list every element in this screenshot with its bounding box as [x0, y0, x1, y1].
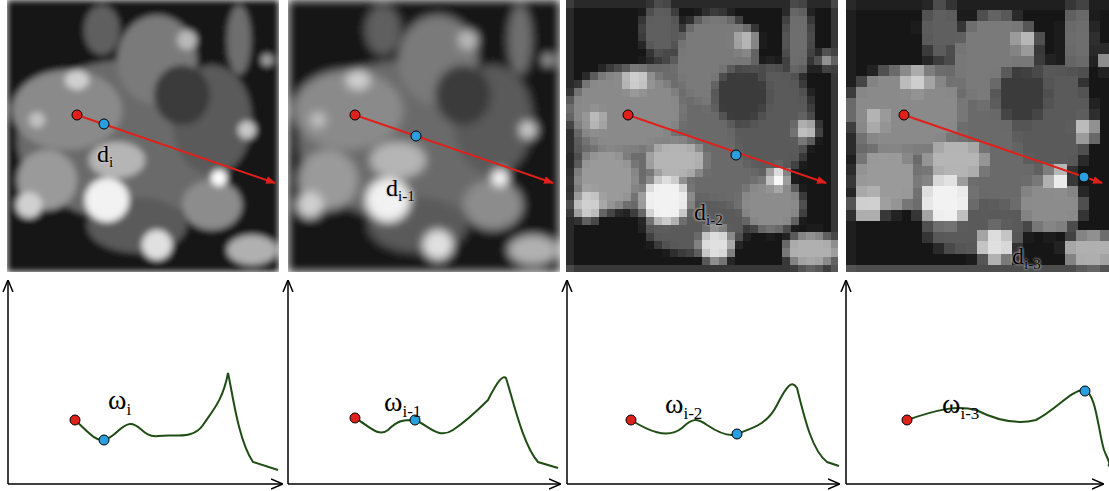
subscript-index: i — [109, 154, 113, 170]
image-panel — [843, 0, 1109, 272]
subscript-index: i-2 — [706, 212, 723, 228]
subscript-index: i-3 — [960, 404, 979, 423]
image-panel — [288, 0, 560, 272]
symbol-letter: ω — [384, 386, 402, 417]
profile-plot — [846, 281, 1109, 484]
symbol-letter: d — [386, 175, 398, 201]
symbol-label: ωi — [108, 386, 131, 418]
sample-point — [72, 110, 1089, 182]
profile-plot — [288, 281, 560, 484]
symbol-label: ωi-3 — [942, 390, 979, 422]
subscript-index: i-3 — [1024, 256, 1041, 272]
symbol-label: di-2 — [694, 200, 723, 228]
symbol-letter: ω — [942, 388, 960, 419]
image-panel — [566, 0, 838, 272]
symbol-label: ωi-1 — [384, 388, 421, 420]
symbol-letter: ω — [108, 384, 126, 415]
image-panel — [7, 0, 279, 272]
subscript-index: i-1 — [402, 402, 421, 421]
symbol-letter: d — [97, 141, 109, 167]
subscript-index: i — [126, 400, 131, 419]
subscript-index: i-1 — [398, 188, 415, 204]
symbol-label: di-3 — [1012, 244, 1041, 272]
profile-plot — [8, 281, 282, 484]
symbol-label: di — [97, 142, 113, 170]
direction-arrow — [77, 115, 1102, 183]
symbol-label: ωi-2 — [665, 390, 702, 422]
symbol-label: di-1 — [386, 176, 415, 204]
subscript-index: i-2 — [683, 404, 702, 423]
symbol-letter: d — [1012, 243, 1024, 269]
profile-plot — [567, 281, 839, 484]
symbol-letter: ω — [665, 388, 683, 419]
symbol-letter: d — [694, 199, 706, 225]
